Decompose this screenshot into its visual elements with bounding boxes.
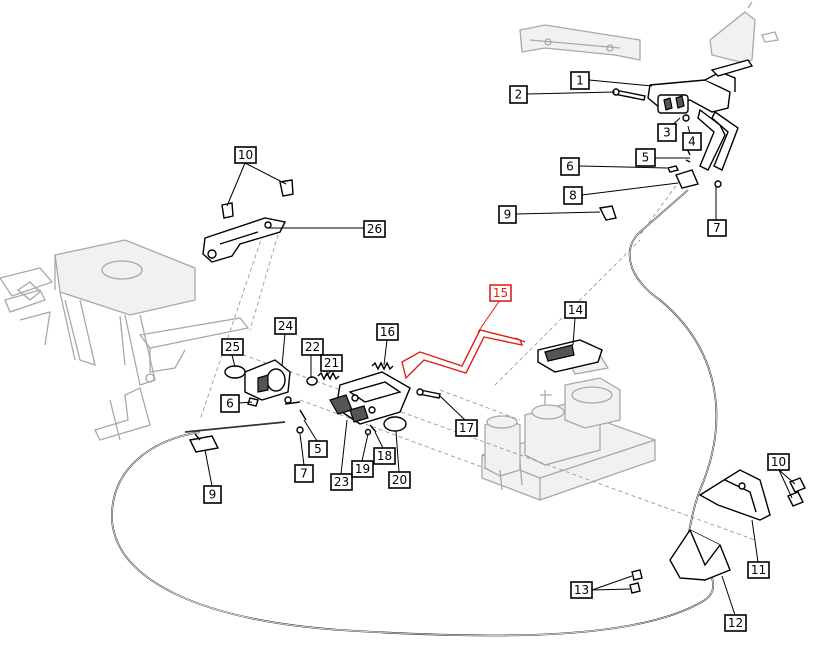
svg-text:8: 8 — [569, 189, 577, 203]
callout-3: 3 — [657, 123, 677, 142]
callout-15: 15 — [489, 284, 512, 302]
svg-text:6: 6 — [226, 397, 234, 411]
svg-text:5: 5 — [642, 151, 650, 165]
svg-text:24: 24 — [278, 319, 293, 333]
callout-8: 8 — [563, 186, 583, 205]
svg-text:3: 3 — [663, 126, 671, 140]
callout-10-right: 10 — [767, 453, 790, 471]
svg-text:9: 9 — [504, 208, 512, 222]
callouts: 1 2 3 4 5 6 8 9 7 10 26 15 14 24 16 25 2… — [203, 71, 790, 632]
svg-text:11: 11 — [751, 563, 766, 577]
svg-text:22: 22 — [305, 340, 320, 354]
callout-13: 13 — [570, 581, 593, 599]
svg-text:9: 9 — [209, 488, 217, 502]
svg-text:5: 5 — [314, 442, 322, 456]
svg-text:16: 16 — [380, 325, 395, 339]
callout-16: 16 — [376, 323, 399, 341]
callout-6-upper: 6 — [560, 157, 580, 176]
svg-text:21: 21 — [324, 356, 339, 370]
callout-5-upper: 5 — [635, 148, 656, 167]
svg-text:2: 2 — [515, 88, 523, 102]
callout-12: 12 — [724, 614, 747, 632]
callout-10-left: 10 — [234, 146, 257, 164]
callout-6-lower: 6 — [220, 394, 240, 413]
callout-26: 26 — [363, 220, 386, 238]
callout-14: 14 — [564, 301, 587, 319]
callout-17: 17 — [455, 419, 478, 437]
svg-text:4: 4 — [688, 135, 696, 149]
svg-text:25: 25 — [225, 340, 240, 354]
svg-text:26: 26 — [367, 222, 382, 236]
svg-text:23: 23 — [334, 475, 349, 489]
callout-7-lower: 7 — [294, 464, 314, 483]
svg-text:7: 7 — [300, 467, 308, 481]
callout-4: 4 — [682, 132, 702, 151]
callout-20: 20 — [388, 471, 411, 489]
callout-22: 22 — [301, 338, 324, 356]
svg-text:18: 18 — [377, 449, 392, 463]
svg-text:10: 10 — [771, 455, 786, 469]
svg-text:6: 6 — [566, 160, 574, 174]
callout-24: 24 — [274, 317, 297, 335]
leader-lines — [204, 79, 796, 616]
svg-text:7: 7 — [713, 221, 721, 235]
callout-1: 1 — [570, 71, 590, 90]
svg-text:17: 17 — [459, 421, 474, 435]
svg-text:13: 13 — [574, 583, 589, 597]
callout-25: 25 — [221, 338, 244, 356]
callout-19: 19 — [351, 460, 374, 478]
callout-18: 18 — [373, 447, 396, 465]
svg-text:14: 14 — [568, 303, 583, 317]
svg-text:15: 15 — [493, 286, 508, 300]
callout-7-upper: 7 — [707, 219, 727, 237]
callout-5-lower: 5 — [308, 440, 328, 458]
callout-2: 2 — [509, 85, 528, 104]
svg-text:19: 19 — [355, 462, 370, 476]
svg-text:20: 20 — [392, 473, 407, 487]
svg-text:10: 10 — [238, 148, 253, 162]
svg-text:12: 12 — [728, 616, 743, 630]
callout-9-lower: 9 — [203, 485, 222, 504]
callout-9-upper: 9 — [498, 205, 517, 224]
callout-21: 21 — [320, 354, 343, 372]
svg-text:1: 1 — [576, 74, 584, 88]
callout-23: 23 — [330, 473, 353, 491]
callout-11: 11 — [747, 561, 770, 579]
parts — [111, 59, 806, 637]
